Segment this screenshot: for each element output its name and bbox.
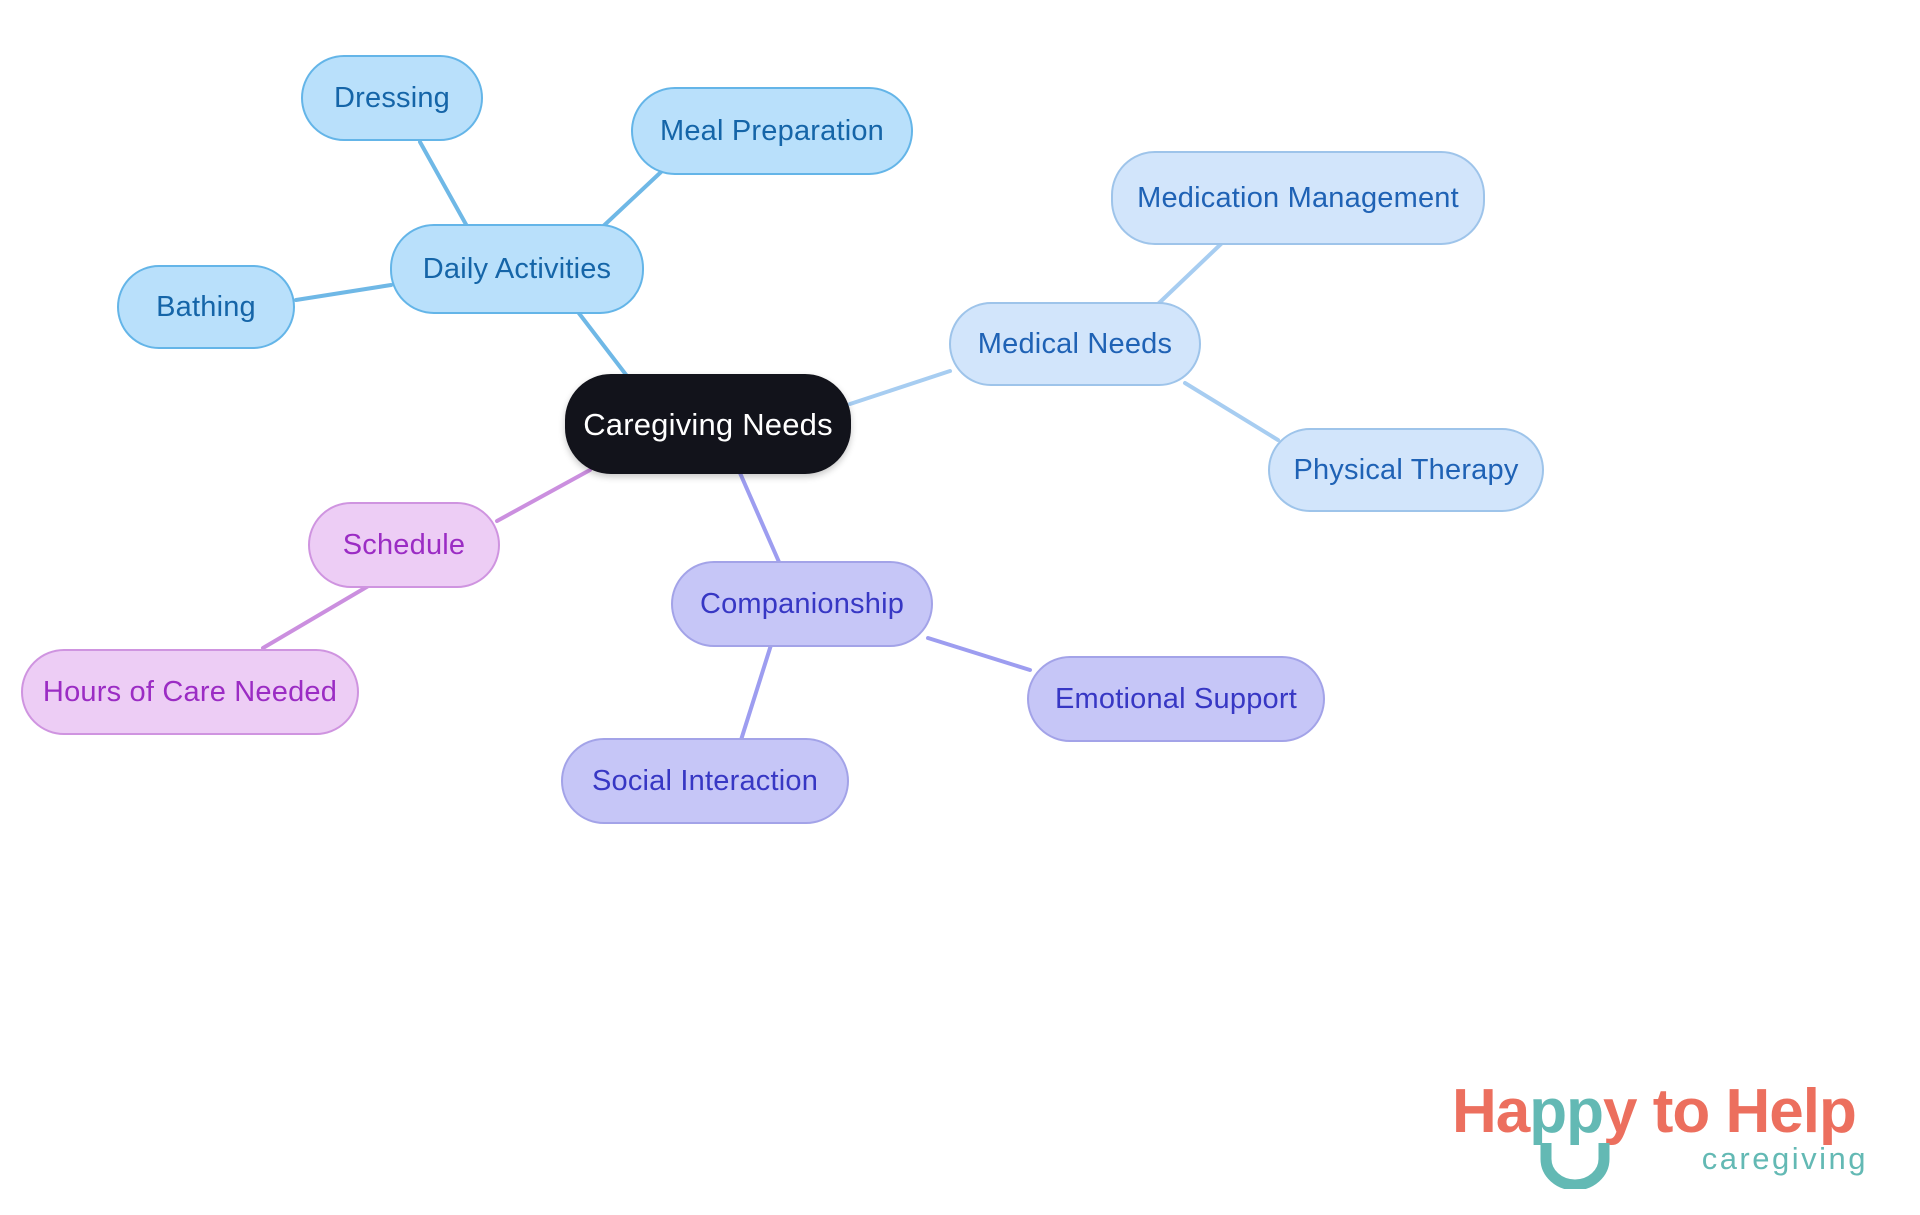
node-emotional-support[interactable]: Emotional Support [1027, 656, 1325, 742]
logo-text-y: y [1603, 1077, 1637, 1146]
node-meal-preparation[interactable]: Meal Preparation [631, 87, 913, 175]
node-social-interaction-label: Social Interaction [591, 764, 819, 797]
node-physical-therapy[interactable]: Physical Therapy [1268, 428, 1544, 512]
edge-root-to-medical-needs [848, 369, 952, 406]
edge-daily-activities-to-bathing [294, 283, 393, 302]
logo-wordmark: Happy to Help [1452, 1081, 1857, 1143]
node-dressing[interactable]: Dressing [301, 55, 483, 141]
node-companionship[interactable]: Companionship [671, 561, 933, 647]
logo-text-pp: pp [1529, 1077, 1604, 1146]
edge-daily-activities-to-meal-preparation [595, 170, 663, 234]
node-hours-of-care-needed[interactable]: Hours of Care Needed [21, 649, 359, 735]
node-daily-activities[interactable]: Daily Activities [390, 224, 644, 314]
node-medication-management[interactable]: Medication Management [1111, 151, 1485, 245]
logo-text-ha: Ha [1452, 1077, 1530, 1146]
node-emotional-support-label: Emotional Support [1055, 682, 1297, 715]
node-bathing-label: Bathing [156, 290, 256, 323]
happy-to-help-logo: Happy to Help caregiving [1452, 1081, 1872, 1193]
node-root-label: Caregiving Needs [583, 406, 833, 442]
edge-root-to-companionship [738, 471, 781, 564]
edge-daily-activities-to-dressing [418, 140, 470, 230]
node-medical-needs[interactable]: Medical Needs [949, 302, 1201, 386]
node-daily-activities-label: Daily Activities [422, 252, 612, 285]
node-root[interactable]: Caregiving Needs [565, 374, 851, 474]
node-medication-management-label: Medication Management [1137, 181, 1459, 214]
node-schedule[interactable]: Schedule [308, 502, 500, 588]
node-meal-preparation-label: Meal Preparation [659, 114, 885, 147]
node-hours-of-care-needed-label: Hours of Care Needed [42, 675, 338, 708]
node-physical-therapy-label: Physical Therapy [1293, 453, 1519, 486]
smile-icon [1540, 1143, 1610, 1189]
logo-text-help: Help [1725, 1077, 1856, 1146]
node-schedule-label: Schedule [342, 528, 466, 561]
edge-root-to-schedule [495, 468, 592, 523]
node-social-interaction[interactable]: Social Interaction [561, 738, 849, 824]
logo-text-to: to [1636, 1077, 1726, 1146]
edge-medical-needs-to-medication-management [1155, 241, 1224, 307]
node-medical-needs-label: Medical Needs [977, 327, 1173, 360]
node-bathing[interactable]: Bathing [117, 265, 295, 349]
edge-companionship-to-social-interaction [739, 643, 773, 742]
node-companionship-label: Companionship [699, 587, 905, 620]
edge-companionship-to-emotional-support [926, 636, 1032, 672]
node-dressing-label: Dressing [333, 81, 451, 114]
edge-schedule-to-hours-of-care-needed [261, 583, 372, 650]
logo-tagline: caregiving [1701, 1141, 1868, 1176]
edge-medical-needs-to-physical-therapy [1183, 381, 1280, 442]
